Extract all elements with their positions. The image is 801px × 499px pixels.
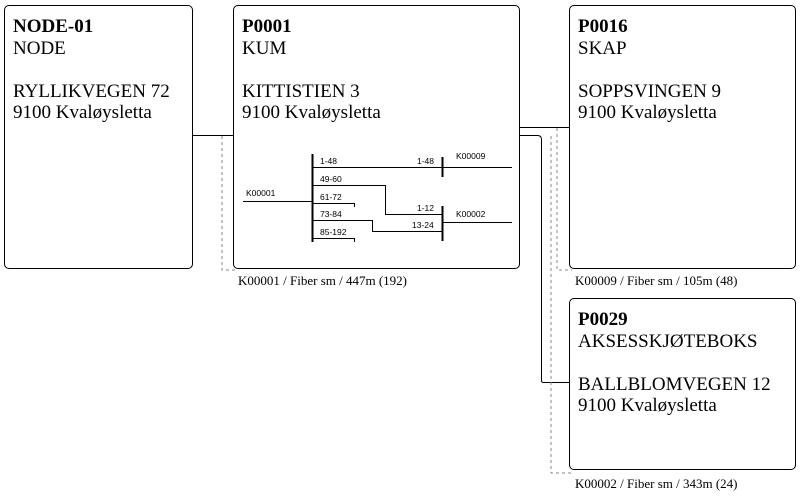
splice-out-range: 1-48	[417, 156, 434, 166]
k00001-leader	[221, 136, 236, 271]
cable-label-k00001[interactable]: K00001 / Fiber sm / 447m (192)	[238, 273, 407, 288]
splice-out-cable: K00009	[456, 151, 486, 161]
node-city: 9100 Kvaløysletta	[578, 395, 717, 416]
node-city: 9100 Kvaløysletta	[578, 102, 717, 123]
node-box-node01[interactable]: NODE-01 NODE RYLLIKVEGEN 72 9100 Kvaløys…	[4, 5, 193, 269]
cable-label-k00009[interactable]: K00009 / Fiber sm / 105m (48)	[575, 273, 738, 288]
node-city: 9100 Kvaløysletta	[242, 102, 381, 123]
splice-group-label: 85-192	[320, 227, 347, 237]
splice-out-range: 1-12	[417, 203, 434, 213]
node-box-p0016[interactable]: P0016 SKAP SOPPSVINGEN 9 9100 Kvaløyslet…	[569, 5, 796, 269]
node-type: AKSESSKJØTEBOKS	[578, 330, 758, 352]
node-type: KUM	[242, 37, 287, 59]
node-box-p0001[interactable]: P0001 KUM KITTISTIEN 3 9100 Kvaløysletta…	[233, 5, 520, 269]
splice-group-label: 61-72	[320, 192, 342, 202]
node-street: SOPPSVINGEN 9	[578, 80, 722, 102]
node-code: NODE-01	[13, 16, 94, 37]
node-type: SKAP	[578, 37, 627, 59]
cable-label-k00002[interactable]: K00002 / Fiber sm / 343m (24)	[575, 476, 738, 491]
splice-diagram: K00001 1-48 49-60 61-72 73-84 85-192 1-4…	[243, 151, 512, 242]
node-code: P0016	[578, 16, 628, 37]
k00009-leader	[556, 128, 572, 271]
splice-out-cable: K00002	[456, 209, 486, 219]
node-street: RYLLIKVEGEN 72	[13, 80, 170, 102]
p0001-p0029-wire	[520, 135, 569, 383]
k00002-leader	[550, 136, 572, 474]
node-code: P0029	[578, 309, 628, 330]
node-city: 9100 Kvaløysletta	[13, 102, 152, 123]
node-box-p0029[interactable]: P0029 AKSESSKJØTEBOKS BALLBLOMVEGEN 12 9…	[569, 298, 796, 470]
splice-incoming-label: K00001	[246, 188, 276, 198]
node-code: P0001	[242, 16, 292, 37]
node-street: KITTISTIEN 3	[242, 80, 360, 102]
node-street: BALLBLOMVEGEN 12	[578, 373, 771, 395]
splice-group-label: 73-84	[320, 209, 342, 219]
splice-out-range: 13-24	[412, 220, 434, 230]
splice-group-label: 49-60	[320, 174, 342, 184]
node-type: NODE	[13, 37, 66, 59]
splice-group-label: 1-48	[320, 156, 337, 166]
